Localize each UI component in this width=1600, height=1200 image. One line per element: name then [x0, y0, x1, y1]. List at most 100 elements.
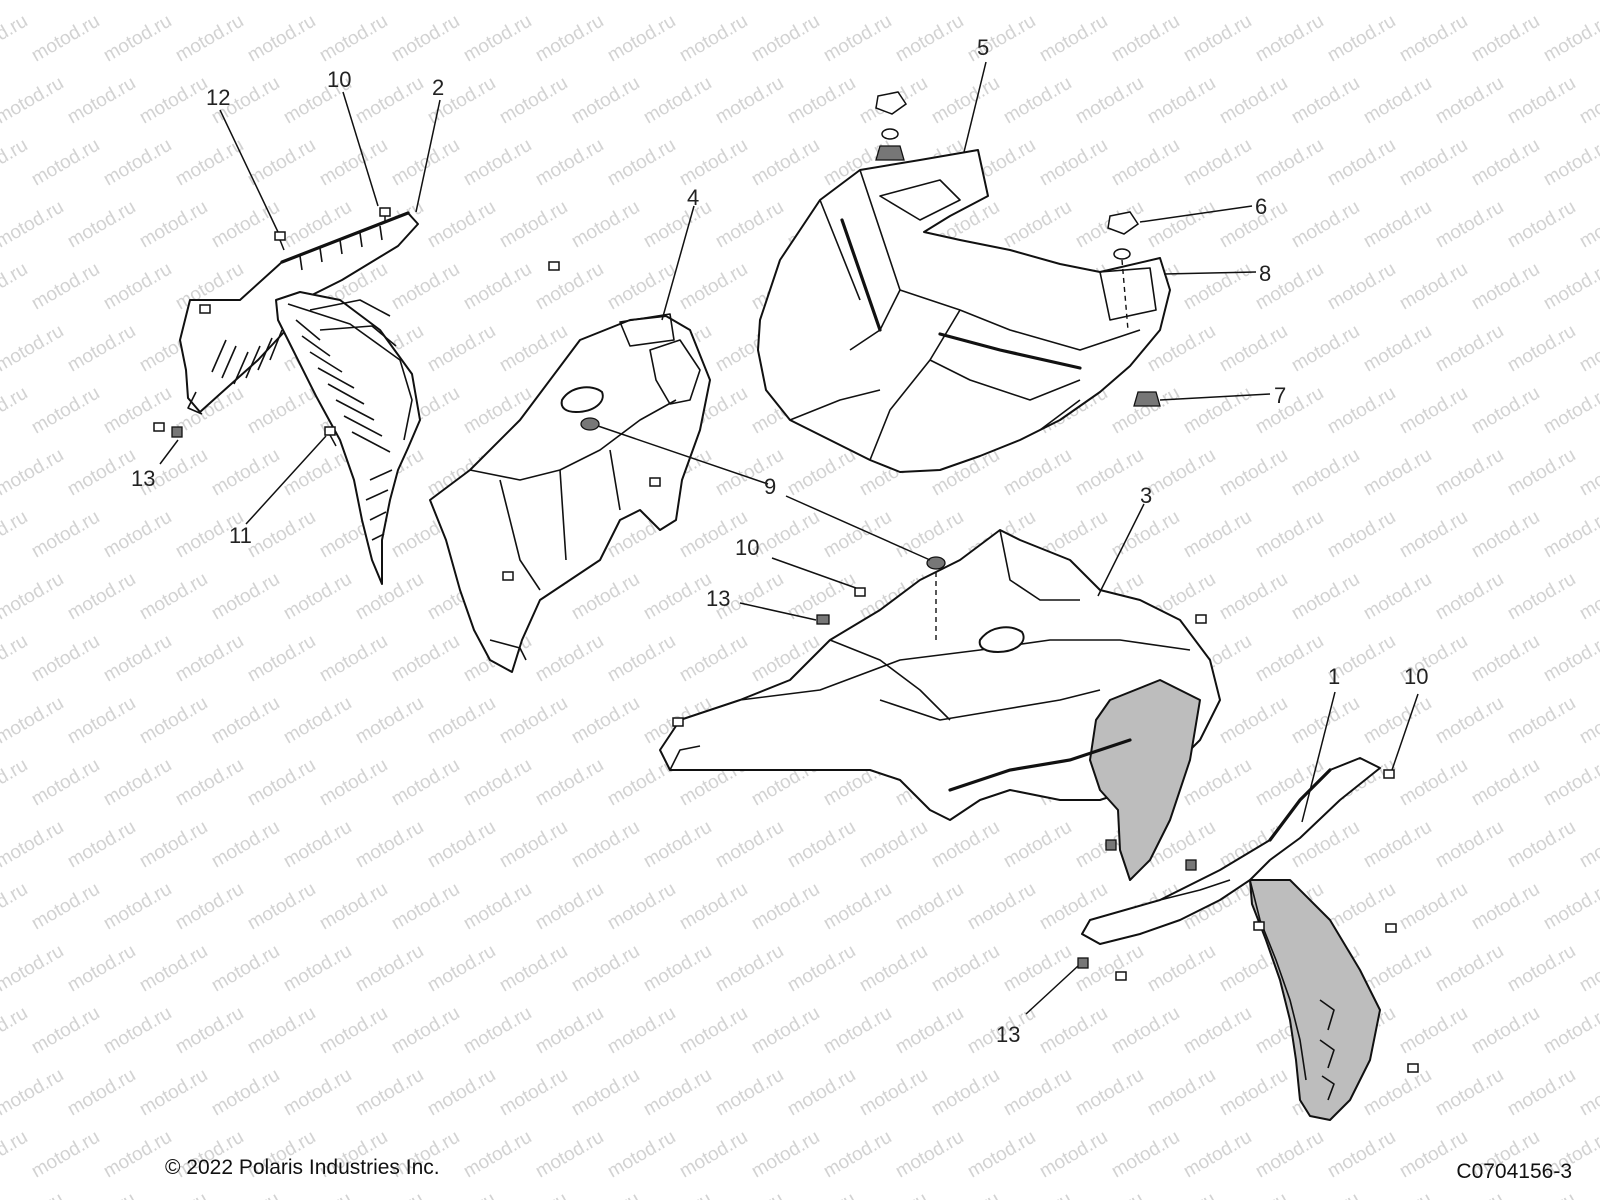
copyright-notice: © 2022 Polaris Industries Inc. [165, 1156, 440, 1179]
watermark-text: motod.ru [172, 631, 247, 687]
callout-labels: 12 10 2 4 5 6 8 7 13 11 9 3 10 13 1 10 1… [131, 35, 1428, 1047]
watermark-text: motod.ru [388, 755, 463, 811]
watermark-text: motod.ru [496, 1065, 571, 1121]
watermark-text: motod.ru [676, 11, 751, 67]
watermark-text: motod.ru [892, 11, 967, 67]
watermark-text: motod.ru [604, 631, 679, 687]
watermark-text: motod.ru [1396, 383, 1471, 439]
watermark-text: motod.ru [1396, 879, 1471, 935]
watermark-text: motod.ru [424, 693, 499, 749]
watermark-text: motod.ru [496, 693, 571, 749]
watermark-text: motod.ru [460, 1003, 535, 1059]
watermark-text: motod.ru [280, 693, 355, 749]
watermark-text: motod.ru [856, 0, 931, 4]
watermark-text: motod.ru [352, 1189, 427, 1200]
watermark-text: motod.ru [820, 11, 895, 67]
watermark-text: motod.ru [1000, 197, 1075, 253]
watermark-text: motod.ru [1360, 693, 1435, 749]
watermark-text: motod.ru [136, 569, 211, 625]
watermark-text: motod.ru [460, 1127, 535, 1183]
watermark-text: motod.ru [100, 507, 175, 563]
watermark-text: motod.ru [1360, 569, 1435, 625]
watermark-text: motod.ru [1468, 1003, 1543, 1059]
watermark-text: motod.ru [568, 569, 643, 625]
watermark-text: motod.ru [244, 507, 319, 563]
screw-icon [379, 207, 391, 222]
watermark-text: motod.ru [1576, 693, 1600, 749]
watermark-text: motod.ru [1504, 817, 1579, 873]
part-3-front-lower-panel [659, 529, 1221, 881]
watermark-text: motod.ru [136, 1065, 211, 1121]
watermark-text: motod.ru [64, 1065, 139, 1121]
watermark-text: motod.ru [892, 1003, 967, 1059]
quarter-turn-fastener-icon [1107, 211, 1140, 260]
watermark-text: motod.ru [496, 197, 571, 253]
watermark-text: motod.ru [280, 0, 355, 4]
watermark-text: motod.ru [1576, 445, 1600, 501]
screw-icon [153, 422, 165, 432]
watermark-text: motod.ru [208, 693, 283, 749]
watermark-text: motod.ru [1360, 817, 1435, 873]
watermark-text: motod.ru [0, 569, 67, 625]
watermark-text: motod.ru [640, 569, 715, 625]
callout-10: 10 [1404, 664, 1428, 689]
watermark-text: motod.ru [532, 1003, 607, 1059]
watermark-text: motod.ru [1180, 755, 1255, 811]
watermark-text: motod.ru [820, 879, 895, 935]
watermark-text: motod.ru [1072, 73, 1147, 129]
watermark-text: motod.ru [244, 879, 319, 935]
watermark-text: motod.ru [100, 631, 175, 687]
watermark-text: motod.ru [1324, 1127, 1399, 1183]
watermark-text: motod.ru [1216, 693, 1291, 749]
watermark-text: motod.ru [28, 259, 103, 315]
watermark-text: motod.ru [1576, 941, 1600, 997]
watermark-text: motod.ru [1072, 1065, 1147, 1121]
clip-nut-icon [171, 426, 183, 438]
watermark-text: motod.ru [0, 11, 31, 67]
watermark-text: motod.ru [1360, 321, 1435, 377]
watermark-text: motod.ru [568, 73, 643, 129]
watermark-text: motod.ru [1360, 0, 1435, 4]
watermark-text: motod.ru [316, 631, 391, 687]
watermark-text: motod.ru [1324, 383, 1399, 439]
watermark-text: motod.ru [1216, 445, 1291, 501]
watermark-text: motod.ru [1432, 73, 1507, 129]
watermark-text: motod.ru [1036, 11, 1111, 67]
watermark-text: motod.ru [280, 569, 355, 625]
watermark-text: motod.ru [640, 197, 715, 253]
watermark-text: motod.ru [1396, 11, 1471, 67]
watermark-text: motod.ru [136, 0, 211, 4]
watermark-text: motod.ru [1540, 383, 1600, 439]
watermark-text: motod.ru [1432, 941, 1507, 997]
watermark-text: motod.ru [568, 693, 643, 749]
watermark-text: motod.ru [1216, 321, 1291, 377]
screw-icon [672, 717, 684, 727]
watermark-text: motod.ru [100, 135, 175, 191]
watermark-text: motod.ru [172, 1003, 247, 1059]
watermark-text: motod.ru [856, 1065, 931, 1121]
watermark-text: motod.ru [1216, 569, 1291, 625]
watermark-text: motod.ru [532, 755, 607, 811]
callout-5: 5 [977, 35, 989, 60]
watermark-text: motod.ru [208, 1189, 283, 1200]
watermark-text: motod.ru [0, 197, 67, 253]
watermark-text: motod.ru [1576, 1065, 1600, 1121]
watermark-text: motod.ru [532, 135, 607, 191]
watermark-text: motod.ru [892, 1127, 967, 1183]
watermark-text: motod.ru [28, 1003, 103, 1059]
watermark-text: motod.ru [1036, 1003, 1111, 1059]
watermark-text: motod.ru [1288, 197, 1363, 253]
watermark-text: motod.ru [1144, 73, 1219, 129]
screw-icon [502, 571, 514, 581]
watermark-text: motod.ru [1432, 1189, 1507, 1200]
watermark-text: motod.ru [676, 135, 751, 191]
watermark-text: motod.ru [100, 11, 175, 67]
watermark-text: motod.ru [0, 1127, 31, 1183]
screw-icon [1195, 614, 1207, 624]
watermark-text: motod.ru [64, 197, 139, 253]
callout-13: 13 [706, 586, 730, 611]
watermark-text: motod.ru [748, 879, 823, 935]
watermark-text: motod.ru [640, 0, 715, 4]
watermark-text: motod.ru [388, 259, 463, 315]
